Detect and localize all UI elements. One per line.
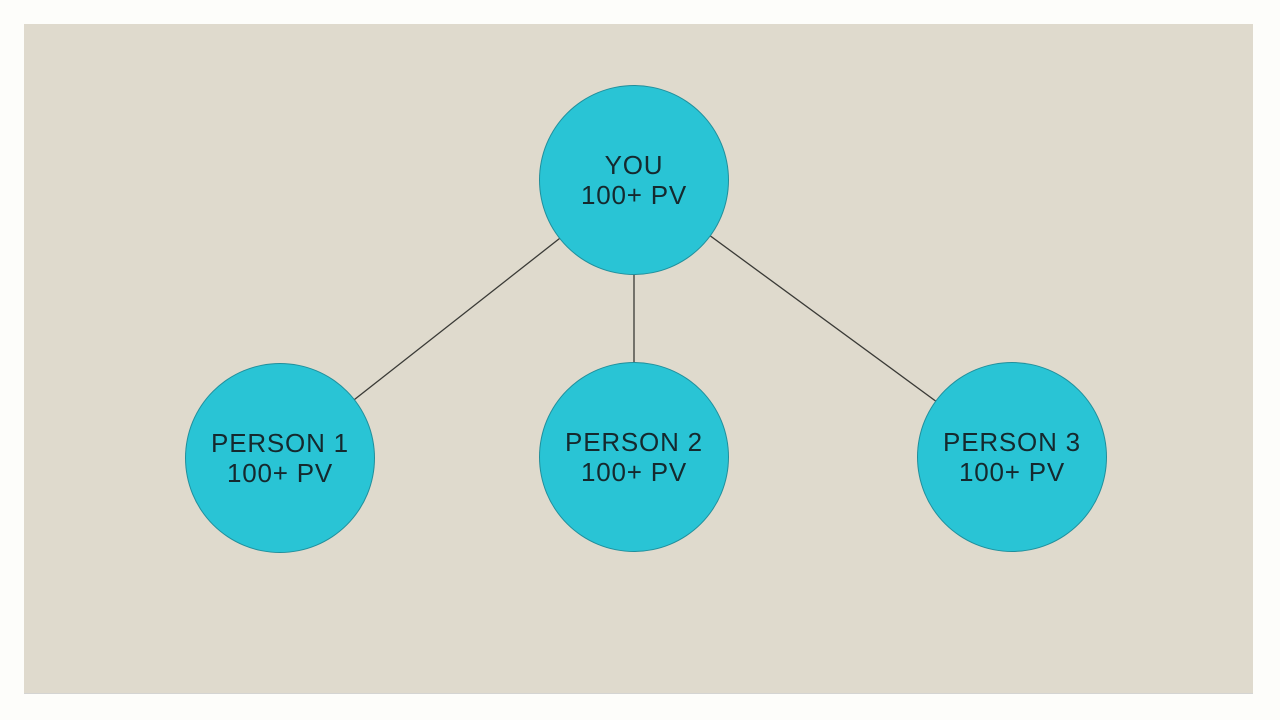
node-person-3: PERSON 3 100+ PV xyxy=(917,362,1107,552)
node-you-label: YOU xyxy=(604,150,664,180)
presentation-slide: YOU 100+ PV PERSON 1 100+ PV PERSON 2 10… xyxy=(24,24,1253,693)
node-you: YOU 100+ PV xyxy=(539,85,729,275)
node-person-2-label: PERSON 2 xyxy=(565,427,703,457)
node-person-3-label: PERSON 3 xyxy=(943,427,1081,457)
node-person-2-sublabel: 100+ PV xyxy=(580,457,688,487)
node-person-1: PERSON 1 100+ PV xyxy=(185,363,375,553)
node-person-1-label: PERSON 1 xyxy=(211,428,349,458)
node-person-1-sublabel: 100+ PV xyxy=(226,458,334,488)
node-person-2: PERSON 2 100+ PV xyxy=(539,362,729,552)
node-person-3-sublabel: 100+ PV xyxy=(958,457,1066,487)
node-you-sublabel: 100+ PV xyxy=(580,180,688,210)
